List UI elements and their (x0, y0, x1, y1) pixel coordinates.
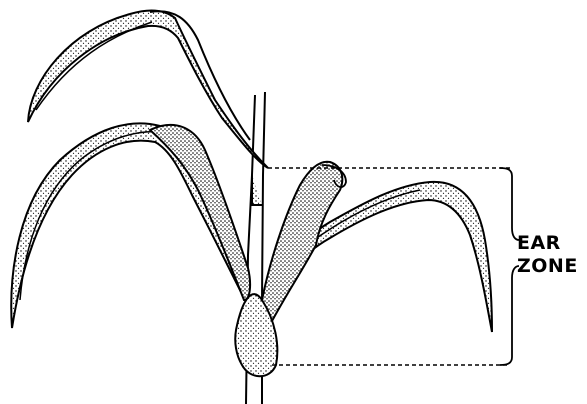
ear-zone-label-line1: EAR (517, 232, 578, 255)
ear-husk (262, 162, 346, 340)
upper-leaf (28, 11, 268, 168)
left-leaf (11, 123, 250, 328)
ear-zone-label-line2: ZONE (517, 255, 578, 278)
ear-zone-label: EAR ZONE (517, 232, 578, 278)
